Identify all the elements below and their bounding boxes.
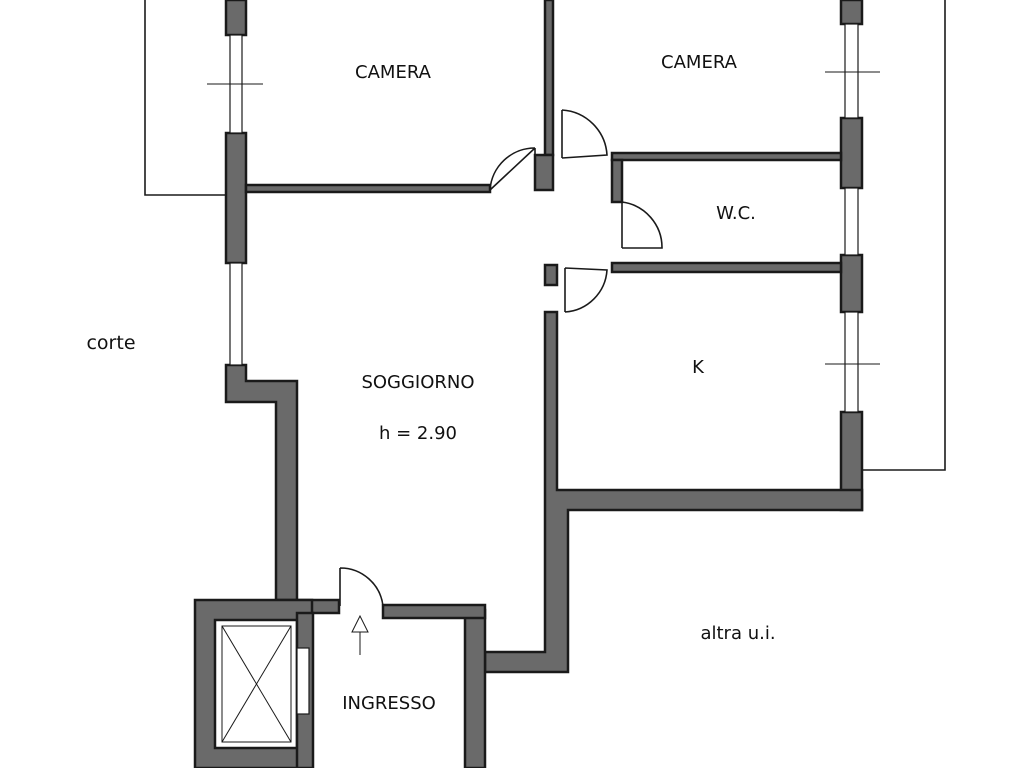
wall-wc-kitchen: [610, 261, 843, 274]
wall-right-mid1: [839, 116, 864, 190]
wall-wc-top: [610, 151, 843, 162]
label-height: h = 2.90: [379, 423, 457, 444]
label-wc: W.C.: [716, 203, 756, 224]
door-camera-right: [561, 109, 608, 159]
walls: [193, 0, 864, 768]
wall-left-lower: [224, 363, 299, 602]
wall-kitchen-left: [543, 263, 559, 287]
wall-camera-divider-stub: [533, 153, 555, 192]
door-kitchen: [564, 267, 608, 313]
door-wc: [621, 201, 663, 249]
window-soggiorno-left: [229, 262, 243, 366]
label-camera-right: CAMERA: [661, 52, 738, 73]
right-balcony-outline: [862, 0, 946, 471]
left-balcony-outline: [144, 0, 226, 196]
wall-right-mid2: [839, 253, 864, 314]
wall-camera-soggiorno: [244, 183, 492, 194]
doors: [339, 109, 663, 655]
label-altra-ui: altra u.i.: [700, 623, 775, 644]
labels: CAMERA CAMERA W.C. K SOGGIORNO h = 2.90 …: [86, 52, 775, 714]
elevator-diagonal-2: [221, 625, 292, 743]
label-camera-left: CAMERA: [355, 62, 432, 83]
window-kitchen: [844, 311, 859, 413]
label-ingresso: INGRESSO: [342, 693, 436, 714]
wall-left-mid: [224, 131, 248, 265]
wall-wc-left: [610, 158, 624, 204]
wall-left-top: [224, 0, 248, 37]
wall-camera-divider: [543, 0, 555, 157]
window-wc: [844, 187, 859, 256]
label-soggiorno: SOGGIORNO: [361, 372, 474, 393]
wall-soggiorno-right: [483, 310, 864, 674]
windows: [207, 23, 880, 413]
entrance-arrow-icon: [351, 614, 369, 655]
wall-stair-block: [193, 598, 314, 768]
window-camera-right: [844, 23, 859, 119]
door-camera-left: [489, 147, 536, 191]
wall-right-top: [839, 0, 864, 26]
elevator-shaft-box: [221, 625, 292, 743]
balcony-outlines: [144, 0, 946, 471]
elevator-shaft: [221, 625, 310, 743]
label-kitchen: K: [692, 357, 705, 378]
label-corte: corte: [86, 332, 135, 354]
wall-ingresso-right: [463, 608, 487, 768]
door-entrance: [339, 567, 384, 607]
wall-ingresso-top: [381, 603, 487, 620]
elevator-door-panel: [296, 647, 310, 715]
